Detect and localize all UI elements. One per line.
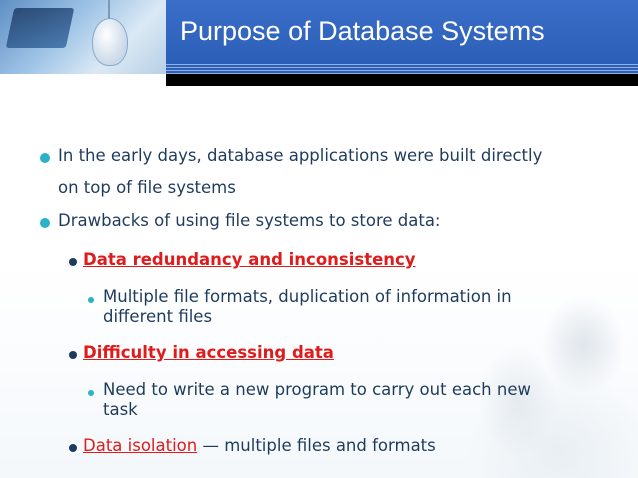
mouse-cable xyxy=(108,0,110,20)
header-bar xyxy=(166,0,638,62)
bullet-text: Drawbacks of using file systems to store… xyxy=(58,211,441,230)
header-photo xyxy=(0,0,166,74)
data-isolation-link[interactable]: Data isolation xyxy=(83,436,198,455)
sub-sub-bullet-dot xyxy=(88,390,94,396)
bullet-dot xyxy=(40,153,50,163)
sub-bullet-dot xyxy=(69,351,77,359)
bullet-text-continued: on top of file systems xyxy=(58,178,236,197)
sub-bullet-dot xyxy=(69,258,77,266)
data-isolation-description: — multiple files and formats xyxy=(197,436,436,455)
mouse-icon xyxy=(92,18,128,66)
sub-sub-bullet-text-continued: different files xyxy=(103,307,213,326)
sub-bullet-dot xyxy=(69,444,77,452)
sub-bullet-data-isolation: Data isolation — multiple files and form… xyxy=(83,436,436,455)
slide-title: Purpose of Database Systems xyxy=(180,16,545,46)
sub-bullet-data-redundancy: Data redundancy and inconsistency xyxy=(83,250,416,269)
sub-sub-bullet-text: Multiple file formats, duplication of in… xyxy=(103,287,512,306)
header-shadow xyxy=(166,74,638,86)
bullet-text: In the early days, database applications… xyxy=(58,146,543,165)
sub-sub-bullet-text: Need to write a new program to carry out… xyxy=(103,380,531,399)
sub-sub-bullet-text-continued: task xyxy=(103,400,138,419)
background-photo xyxy=(408,250,638,478)
bullet-dot xyxy=(40,218,50,228)
header-stripes xyxy=(166,62,638,74)
sub-sub-bullet-dot xyxy=(88,297,94,303)
sub-bullet-difficulty-accessing: Difficulty in accessing data xyxy=(83,343,334,362)
